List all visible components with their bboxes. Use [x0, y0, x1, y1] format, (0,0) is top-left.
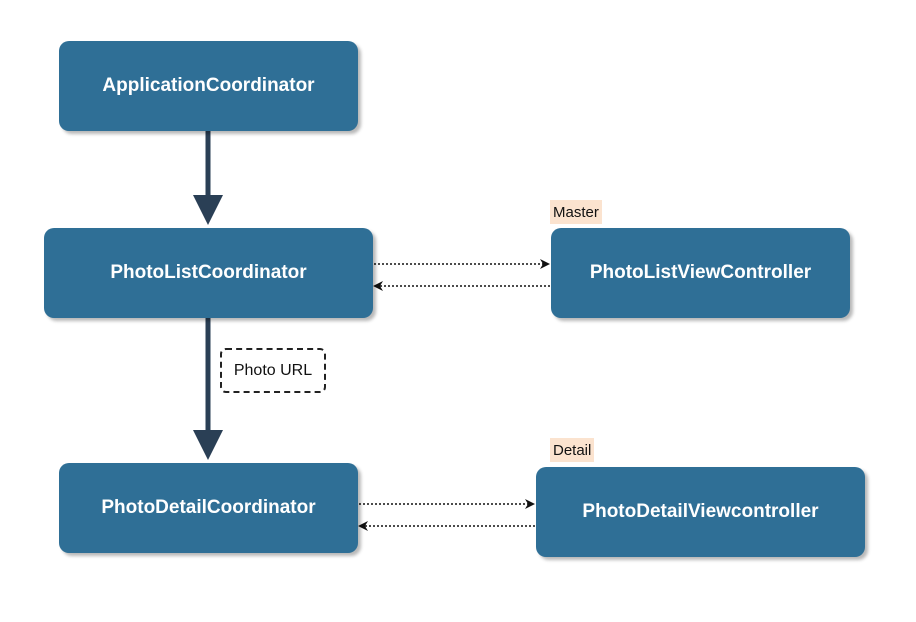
master-tag-label: Master	[553, 203, 599, 221]
photo-list-coordinator-node[interactable]: PhotoListCoordinator	[44, 228, 373, 318]
photo-list-view-controller-node[interactable]: PhotoListViewController	[551, 228, 850, 318]
photo-list-coordinator-label: PhotoListCoordinator	[110, 262, 307, 283]
photo-url-edge-label: Photo URL	[220, 348, 326, 393]
application-coordinator-node[interactable]: ApplicationCoordinator	[59, 41, 358, 131]
detail-tag-label: Detail	[553, 441, 592, 459]
detail-tag: Detail	[550, 438, 595, 462]
photo-detail-view-controller-label: PhotoDetailViewcontroller	[582, 501, 819, 522]
application-coordinator-label: ApplicationCoordinator	[102, 75, 315, 96]
photo-detail-view-controller-node[interactable]: PhotoDetailViewcontroller	[536, 467, 865, 557]
photo-url-label: Photo URL	[233, 361, 313, 379]
photo-list-view-controller-label: PhotoListViewController	[589, 262, 812, 283]
photo-detail-coordinator-label: PhotoDetailCoordinator	[101, 497, 316, 518]
photo-detail-coordinator-node[interactable]: PhotoDetailCoordinator	[59, 463, 358, 553]
master-tag: Master	[550, 200, 602, 224]
